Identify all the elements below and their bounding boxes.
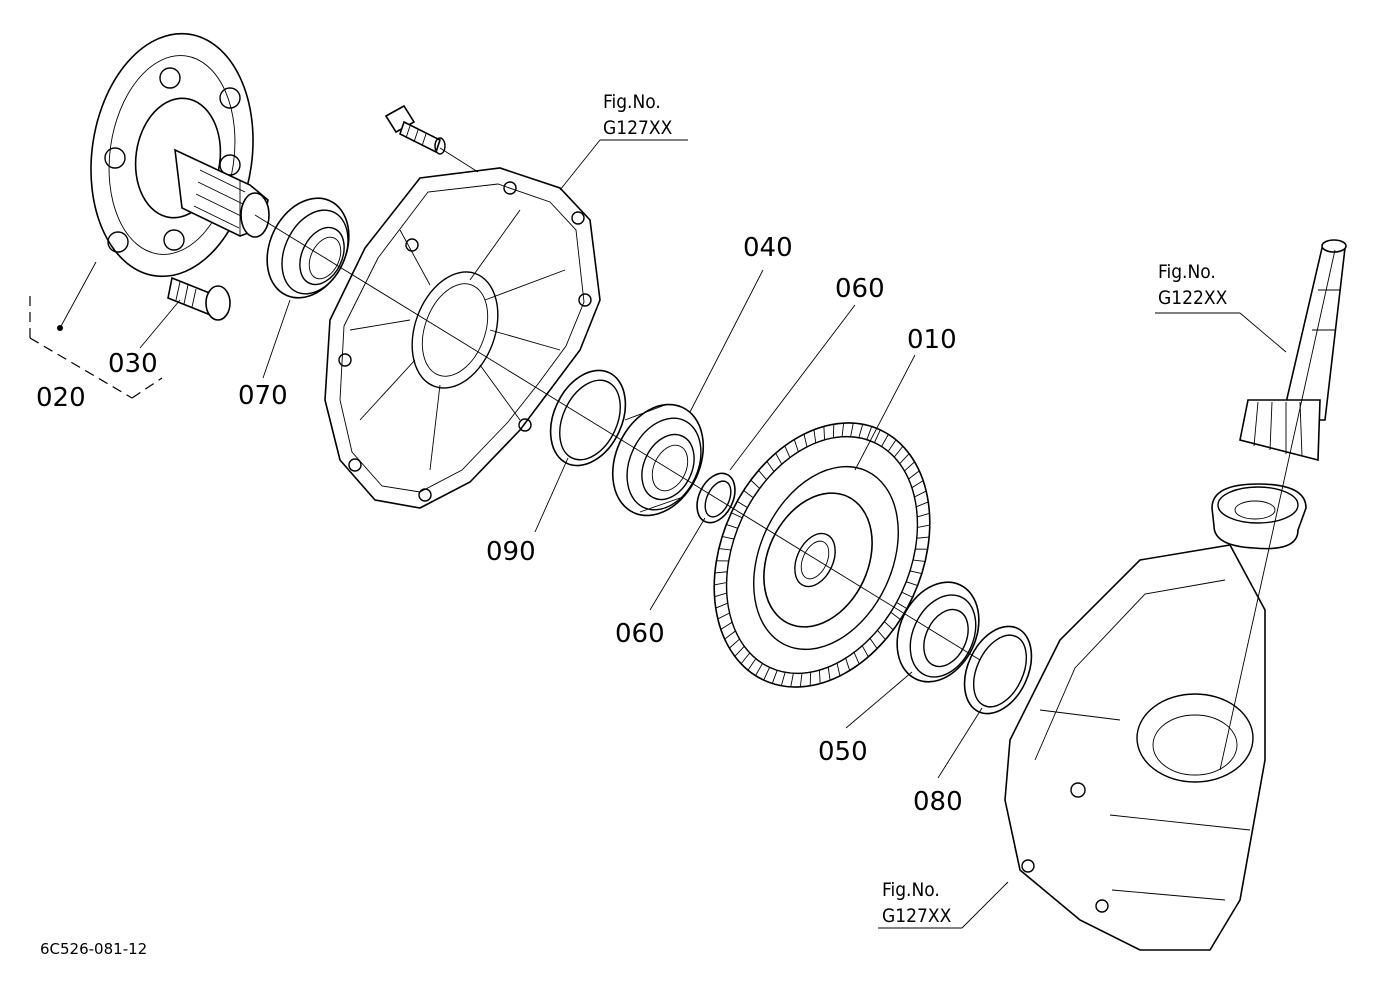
fig-ref-bottom-line2: G127XX	[882, 905, 952, 927]
gear-tooth	[731, 500, 749, 519]
shim-drawing	[549, 369, 627, 467]
gear-tooth	[905, 570, 922, 586]
gear-tooth	[853, 645, 869, 665]
gear-tooth	[818, 666, 831, 684]
part-label-020: 020	[36, 383, 86, 413]
gear-tooth	[714, 571, 728, 586]
gear-tooth	[747, 657, 764, 676]
gear-tooth	[832, 423, 845, 439]
gear-tooth	[869, 629, 886, 649]
part-label-040: 040	[743, 233, 793, 263]
part-label-090: 090	[486, 537, 536, 567]
gear-tooth	[916, 524, 930, 539]
gear-tooth	[912, 548, 928, 562]
part-label-050: 050	[818, 737, 868, 767]
fig-ref-bottom-line1: Fig.No.	[882, 879, 940, 901]
gear-tooth	[813, 426, 826, 444]
ball-bearing-050-drawing	[896, 581, 980, 683]
pinion-shaft-drawing	[1239, 239, 1347, 462]
part-number-labels: 010 020 030 040 050 060 060 070 080 090	[36, 233, 963, 817]
gear-tooth	[722, 524, 739, 540]
fig-ref-top-line1: Fig.No.	[603, 91, 661, 113]
pinion-bearing-drawing	[1211, 483, 1307, 550]
gear-tooth	[724, 630, 741, 649]
gear-tooth	[911, 480, 927, 498]
gear-tooth	[717, 612, 733, 630]
stud-bolt-drawing	[167, 276, 231, 321]
leader-lines	[29, 139, 1336, 929]
gear-tooth	[716, 548, 732, 562]
gear-tooth	[775, 445, 791, 465]
part-label-010: 010	[907, 325, 957, 355]
gear-tooth	[758, 461, 775, 481]
part-label-080: 080	[913, 787, 963, 817]
figure-references: Fig.No. G127XX Fig.No. G122XX Fig.No. G1…	[603, 91, 1228, 927]
gear-tooth	[850, 423, 864, 439]
housing-cover-drawing	[324, 167, 601, 509]
gear-teeth-drawing	[714, 423, 930, 687]
gear-tooth	[893, 445, 910, 465]
part-label-060-upper: 060	[835, 274, 885, 304]
gear-tooth	[799, 671, 812, 687]
part-label-070: 070	[238, 381, 288, 411]
gear-tooth	[915, 501, 930, 518]
gear-tooth	[763, 666, 778, 684]
part-label-060-lower: 060	[615, 619, 665, 649]
fig-ref-right-line1: Fig.No.	[1158, 261, 1216, 283]
part-label-030: 030	[108, 349, 158, 379]
gear-tooth	[793, 433, 808, 453]
axle-flange-drawing	[90, 32, 270, 278]
gear-tooth	[714, 592, 729, 609]
gear-tooth	[903, 461, 920, 480]
fig-ref-top-line2: G127XX	[603, 117, 673, 139]
gear-tooth	[866, 426, 881, 444]
gear-tooth	[883, 611, 901, 631]
gear-tooth	[880, 434, 897, 453]
gear-tooth	[836, 657, 851, 677]
gear-case-housing-drawing	[1004, 544, 1266, 951]
gear-tooth	[734, 645, 751, 665]
fig-ref-right-line2: G122XX	[1158, 287, 1228, 309]
drawing-code: 6C526-081-12	[40, 940, 147, 958]
gear-tooth	[743, 479, 761, 499]
bevel-gear-drawing	[713, 422, 931, 688]
ball-bearing-040-drawing	[611, 403, 705, 517]
gear-tooth	[780, 671, 794, 687]
shim-080-drawing	[963, 625, 1033, 715]
gear-tooth	[895, 591, 913, 610]
cover-bolt-drawing	[384, 104, 446, 155]
